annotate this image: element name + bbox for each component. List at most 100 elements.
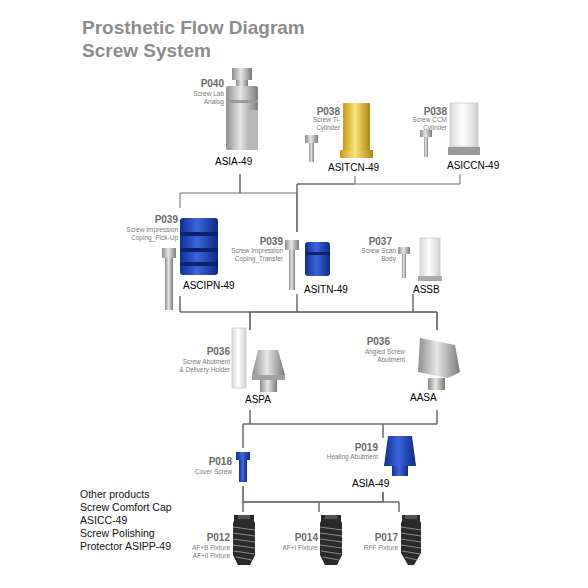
analog-neck [236, 80, 248, 86]
fixture-top [405, 515, 417, 519]
connector-line [250, 294, 413, 330]
coping-groove [305, 252, 330, 255]
coping-groove [180, 262, 218, 266]
connector-line [243, 410, 250, 448]
part-number: AASA [410, 392, 450, 403]
connector-line [297, 174, 460, 232]
connector-line [250, 410, 383, 438]
part-name: AF+I Fixture [274, 544, 318, 552]
catalog-code: P036 [355, 336, 390, 347]
pickup-coping [180, 218, 218, 275]
diagram-title: Prosthetic Flow Diagram Screw System [82, 16, 362, 62]
part-name: Cover Screw [186, 468, 232, 476]
healing-abutment-base [392, 466, 408, 476]
part-name: Screw Impression Coping_Transfer [225, 247, 283, 262]
connector-path [297, 176, 355, 232]
angled-abutment-hex [428, 378, 445, 390]
product-group: P037Screw Scan BodyASSB [356, 232, 470, 294]
note-text: Protector ASIPP-49 [80, 540, 171, 552]
catalog-code: P036 [200, 346, 230, 357]
part-name: Angled Screw Abutment [350, 348, 405, 363]
connector-path [297, 174, 460, 232]
fixture-illustration [233, 515, 255, 565]
fixture-thread [320, 527, 342, 560]
analog-flat [248, 110, 258, 150]
cover-screw-head [236, 452, 250, 460]
connector-line [243, 492, 383, 512]
analog-groove [226, 100, 258, 103]
abutment-hex [260, 380, 277, 392]
part-name: Screw Impression Coping_Pick-Up [120, 226, 178, 241]
fixture-top [238, 515, 250, 519]
catalog-code: P040 [190, 78, 224, 89]
screw-shaft [402, 254, 406, 278]
screw-shaft [424, 137, 428, 157]
connector-line [243, 486, 399, 512]
catalog-code: P037 [358, 236, 392, 247]
connector-path [413, 294, 437, 330]
note-text: Screw Polishing [80, 527, 155, 539]
catalog-code: P019 [340, 442, 378, 453]
catalog-code: P039 [250, 236, 283, 247]
product-group: P019Healing AbutmentASIA-49 [340, 438, 426, 492]
part-number: ASITN-49 [304, 284, 354, 295]
part-number: ASPA [245, 394, 285, 405]
healing-abutment [384, 436, 416, 466]
product-group: P040Screw Lab AnalogASIA-49 [190, 66, 290, 174]
connector-line [243, 410, 437, 448]
product-group: P036Angled Screw AbutmentAASA [355, 330, 519, 410]
product-group: P036Screw Abutment & Delivery HolderASPA [200, 330, 300, 410]
connector-line [180, 296, 250, 330]
screw-head [420, 130, 432, 137]
product-group: P038Screw Ti-CylinderASITCN-49 [300, 100, 410, 176]
ccm-cylinder-base [448, 147, 480, 155]
abutment-collar [252, 375, 285, 380]
catalog-code: P018 [196, 456, 232, 467]
fixture-top [325, 515, 337, 519]
cover-screw-shaft [239, 460, 247, 482]
angled-abutment [418, 338, 460, 378]
connector-path [180, 296, 437, 330]
ti-cylinder [343, 103, 370, 153]
fixture-illustration [320, 515, 342, 565]
catalog-code: P017 [366, 532, 398, 543]
part-name: Screw Ti-Cylinder [300, 116, 340, 131]
catalog-code: P038 [415, 106, 447, 117]
catalog-code: P012 [196, 532, 230, 543]
part-name: Screw Scan Body [352, 247, 396, 262]
connector-path [243, 410, 437, 448]
part-name: Screw Lab Analog [180, 90, 224, 105]
connector-path [243, 486, 244, 512]
part-number: ASIA-49 [215, 156, 275, 167]
scan-body [420, 238, 440, 278]
connector-line [180, 296, 437, 330]
connector-line [383, 492, 399, 512]
connector-path [243, 486, 399, 512]
coping-groove [180, 248, 218, 252]
product-group: P014AF+I Fixture [288, 512, 350, 568]
transfer-coping [305, 242, 330, 276]
note-text: Screw Comfort Cap [80, 501, 172, 513]
screw-head [398, 247, 410, 254]
analog-head [232, 68, 252, 80]
connector-line [297, 176, 355, 232]
screw-shaft [165, 258, 173, 310]
connector-line [383, 410, 437, 438]
note-text: Other products [80, 488, 149, 500]
part-name: AF+B Fixture AF+II Fixture [182, 544, 230, 559]
fixture-body [320, 515, 342, 565]
connector-path [240, 174, 297, 232]
product-group: P018Cover Screw [196, 448, 290, 486]
part-name: Healing Abutment [322, 453, 378, 461]
part-number: ASICCN-49 [447, 160, 505, 171]
connector-path [243, 410, 250, 448]
part-name: Screw Abutment & Delivery Holder [178, 358, 230, 373]
connector-line [250, 294, 297, 330]
connector-path [297, 294, 437, 330]
product-group: P017RFF Fixture [366, 512, 432, 568]
part-number: ASIA-49 [352, 478, 412, 489]
connector-path [319, 492, 383, 512]
connector-path [250, 294, 413, 330]
connector-path [180, 296, 250, 330]
catalog-code: P039 [128, 214, 178, 225]
